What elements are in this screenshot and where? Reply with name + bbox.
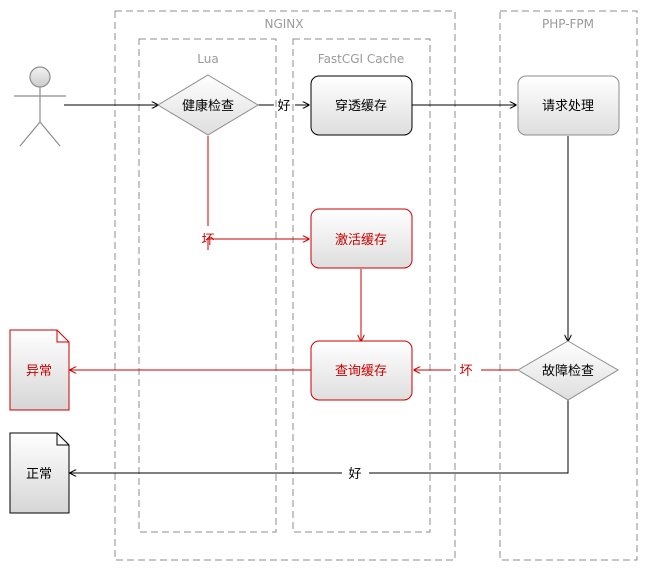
edge-label-fault-good: 好 (348, 467, 361, 482)
node-fault-check-label: 故障检查 (542, 364, 594, 379)
node-health-check: 健康检查 (157, 74, 259, 136)
actor-user-icon (14, 66, 66, 147)
node-query-cache: 查询缓存 (310, 340, 413, 401)
edge-label-fault-bad: 坏 (459, 364, 472, 379)
container-nginx-title: NGINX (264, 17, 303, 31)
node-bypass-cache-label: 穿透缓存 (335, 98, 387, 114)
container-lua-title: Lua (197, 52, 218, 66)
node-bypass-cache: 穿透缓存 (310, 75, 413, 136)
edge-fault-good (70, 400, 569, 473)
container-fastcgi-cache: FastCGI Cache (292, 38, 431, 533)
node-abnormal-label: 异常 (26, 364, 52, 379)
node-request-handling-label: 请求处理 (542, 99, 594, 114)
container-phpfpm-title: PHP-FPM (542, 17, 594, 31)
node-query-cache-label: 查询缓存 (335, 364, 387, 379)
container-lua: Lua (138, 38, 277, 533)
edge-health-bad (207, 136, 309, 250)
node-fault-check: 故障检查 (517, 340, 619, 401)
node-normal-label: 正常 (26, 467, 52, 482)
edge-label-health-bad: 坏 (201, 233, 214, 248)
node-abnormal: 异常 (9, 329, 70, 411)
container-nginx: NGINX (114, 10, 456, 561)
node-request-handling: 请求处理 (517, 75, 620, 136)
container-phpfpm: PHP-FPM (499, 10, 638, 561)
node-activate-cache-label: 激活缓存 (335, 233, 387, 248)
edge-label-health-good: 好 (277, 99, 290, 114)
node-activate-cache: 激活缓存 (310, 208, 413, 269)
node-health-check-label: 健康检查 (182, 98, 234, 114)
container-fastcgi-cache-title: FastCGI Cache (318, 52, 404, 66)
node-normal: 正常 (9, 432, 70, 514)
